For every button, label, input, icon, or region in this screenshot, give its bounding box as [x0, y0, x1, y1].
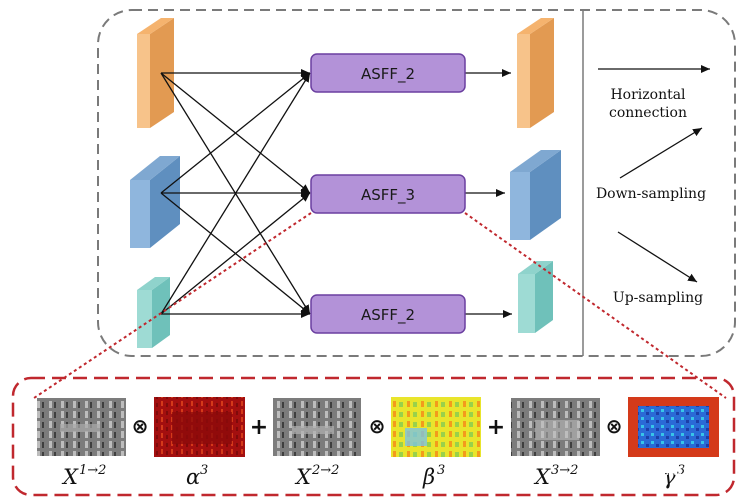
- watermark: 知乎 @Garasu: [585, 460, 702, 480]
- plus-operator-1: +: [250, 415, 268, 440]
- plus-operator-2: +: [487, 415, 505, 440]
- feature-image-x3: [511, 398, 600, 456]
- weight-image-alpha: [154, 397, 245, 457]
- otimes-operator-1: ⊗: [132, 414, 149, 438]
- legend-horizontal-line2: connection: [609, 105, 687, 121]
- main-dashed-frame: [97, 9, 736, 357]
- output-feature-teal: [518, 261, 553, 333]
- asff-module-bottom: ASFF_2: [310, 294, 466, 334]
- output-feature-orange: [517, 18, 554, 128]
- feature-image-x1: [37, 398, 126, 456]
- label-gamma: γ: [663, 465, 676, 489]
- label-alpha: α: [186, 465, 200, 489]
- asff-module-top-label: ASFF_2: [361, 65, 415, 84]
- asff-module-top: ASFF_2: [310, 53, 466, 93]
- label-x2-sup: 2→2: [311, 463, 339, 478]
- output-feature-blue: [510, 150, 561, 240]
- zoom-lines: [33, 212, 727, 399]
- label-x3: X: [533, 465, 551, 489]
- label-alpha-sup: 3: [200, 463, 208, 478]
- input-feature-teal: [137, 277, 170, 348]
- legend-horizontal-line1: Horizontal: [610, 87, 686, 103]
- label-x1: X: [61, 465, 79, 489]
- weight-image-beta: [391, 397, 481, 457]
- asff-module-middle: ASFF_3: [310, 174, 466, 214]
- label-beta: β: [422, 465, 435, 489]
- legend: Horizontal connection Down-sampling Up-s…: [596, 65, 710, 306]
- feature-image-x2: [273, 398, 361, 456]
- input-feature-blue: [130, 156, 180, 248]
- label-gamma-sup: 3: [677, 463, 685, 478]
- asff-module-bottom-label: ASFF_2: [361, 306, 415, 325]
- formula-dashed-frame: [11, 376, 736, 497]
- legend-down-sampling: Down-sampling: [596, 186, 706, 202]
- label-x2: X: [294, 465, 312, 489]
- otimes-operator-3: ⊗: [606, 414, 623, 438]
- asff-module-middle-label: ASFF_3: [361, 186, 415, 205]
- connection-arrows: [160, 69, 512, 318]
- label-beta-sup: 3: [437, 463, 445, 478]
- weight-image-gamma: [628, 397, 719, 457]
- label-x1-sup: 1→2: [79, 463, 106, 478]
- label-x3-sup: 3→2: [551, 463, 578, 478]
- legend-up-sampling: Up-sampling: [613, 290, 703, 306]
- otimes-operator-2: ⊗: [369, 414, 386, 438]
